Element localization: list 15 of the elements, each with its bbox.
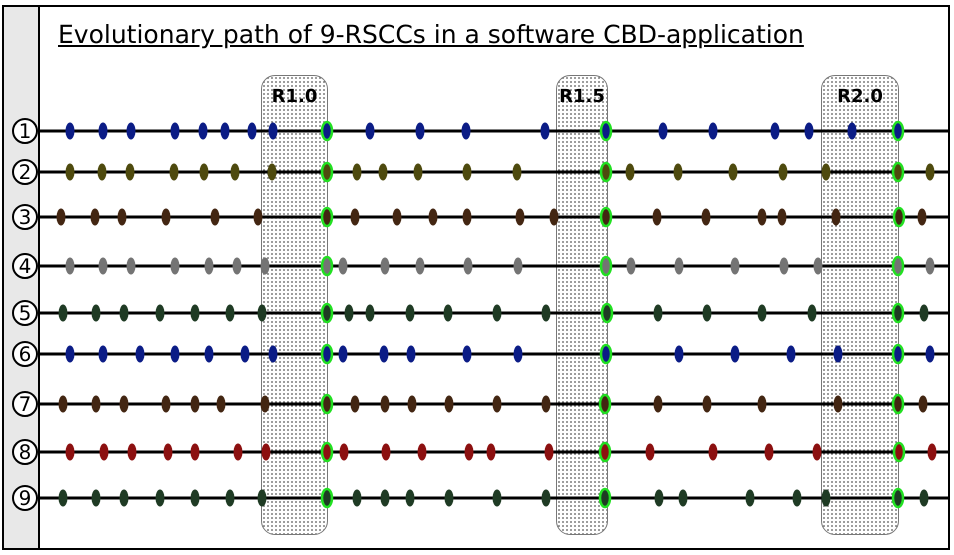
timeline-line <box>38 130 948 132</box>
timeline-line <box>38 402 948 406</box>
timeline-line <box>38 170 948 174</box>
timeline-line <box>38 312 948 314</box>
timeline-line <box>38 450 948 454</box>
timeline-line <box>38 352 948 356</box>
release-band <box>821 75 899 535</box>
release-label: R1.0 <box>270 86 318 107</box>
release-band <box>556 75 608 535</box>
timeline-line <box>38 264 948 268</box>
release-label: R2.0 <box>836 86 884 107</box>
timeline-line <box>38 496 948 500</box>
release-label: R1.5 <box>558 86 606 107</box>
diagram-title: Evolutionary path of 9-RSCCs in a software CBD-application <box>58 20 804 49</box>
timeline-line <box>38 216 948 218</box>
